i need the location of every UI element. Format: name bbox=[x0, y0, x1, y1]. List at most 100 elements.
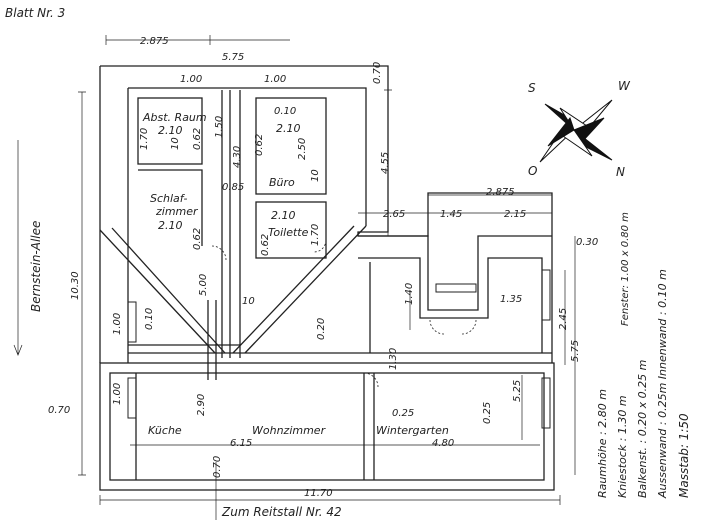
room-label-schlaf-1: Schlaf- bbox=[150, 192, 187, 205]
door-arc-3 bbox=[461, 319, 477, 335]
dim-455 bbox=[384, 89, 392, 236]
dim-070b: 0.70 bbox=[48, 405, 70, 416]
compass-rose bbox=[539, 99, 613, 163]
room-label-toilette: Toilette bbox=[268, 226, 309, 239]
dim-010b: 0.10 bbox=[144, 308, 155, 330]
dim-575b: 5.75 bbox=[570, 340, 581, 362]
dim-2875b: 2.875 bbox=[486, 187, 515, 198]
compass-n: N bbox=[616, 165, 625, 179]
dimension-lines bbox=[13, 35, 576, 520]
dim-130: 1.30 bbox=[388, 348, 399, 370]
stair-post bbox=[207, 300, 217, 380]
dim-062b: 0.62 bbox=[254, 134, 265, 156]
dim-100b: 1.00 bbox=[264, 74, 286, 85]
dim-430: 4.30 bbox=[232, 146, 243, 168]
diag-left-outer bbox=[99, 229, 216, 354]
dim-500: 5.00 bbox=[198, 274, 209, 296]
dim-062c: 0.62 bbox=[192, 228, 203, 250]
room-abst bbox=[137, 97, 203, 165]
door-arcs bbox=[211, 239, 477, 388]
dim-250: 2.50 bbox=[297, 138, 308, 160]
dim-290: 2.90 bbox=[196, 394, 207, 416]
room-label-kueche: Küche bbox=[148, 424, 182, 437]
note-balken: Balkenst. : 0.20 x 0.25 m bbox=[636, 360, 649, 498]
dimension-labels: 2.875 5.75 1.00 1.00 0.70 0.10 1.70 0.62… bbox=[48, 36, 598, 499]
sheet-label: Blatt Nr. 3 bbox=[5, 6, 66, 20]
window-3 bbox=[541, 269, 551, 321]
door-arc-2 bbox=[429, 319, 445, 335]
room-label-buero: Büro bbox=[269, 176, 295, 189]
dim-10a: 10 bbox=[170, 137, 181, 150]
dim-100a: 1.00 bbox=[180, 74, 202, 85]
dim-575a: 5.75 bbox=[222, 52, 244, 63]
dim-245: 2.45 bbox=[558, 308, 569, 330]
dim-left-1030 bbox=[78, 91, 86, 476]
window-5 bbox=[435, 283, 477, 293]
dim-025a: 0.25 bbox=[392, 408, 414, 419]
dim-145: 1.45 bbox=[440, 209, 462, 220]
wintergarten-wall bbox=[363, 373, 375, 480]
note-raumhoehe: Raumhöhe : 2.80 m bbox=[596, 389, 609, 498]
outer-wall-lower bbox=[99, 362, 555, 491]
room-schlaf bbox=[138, 169, 203, 246]
dim-1030: 10.30 bbox=[70, 271, 81, 300]
door-arc-4 bbox=[211, 245, 227, 261]
diag-right-outer bbox=[244, 225, 367, 354]
dim-1170: 11.70 bbox=[304, 488, 333, 499]
dim-062a: 0.62 bbox=[192, 128, 203, 150]
dim-100d: 1.00 bbox=[112, 383, 123, 405]
dim-525: 5.25 bbox=[512, 380, 523, 402]
dim-010: 0.10 bbox=[274, 106, 296, 117]
dim-top bbox=[105, 35, 290, 45]
window-4 bbox=[541, 377, 551, 429]
street-arrow bbox=[13, 140, 23, 356]
note-aussen: Aussenwand : 0.25m Innenwand : 0.10 m bbox=[656, 269, 669, 499]
central-shaft bbox=[221, 90, 241, 358]
windows bbox=[127, 269, 551, 429]
door-arc-1 bbox=[363, 372, 379, 388]
dim-062d: 0.62 bbox=[260, 234, 271, 256]
dim-070c: 0.70 bbox=[212, 456, 223, 478]
room-dim-buero: 2.10 bbox=[276, 122, 301, 135]
compass-o: O bbox=[528, 164, 537, 178]
room-buero bbox=[255, 97, 327, 195]
dim-455: 4.55 bbox=[380, 152, 391, 174]
dim-2875a: 2.875 bbox=[140, 36, 169, 47]
dim-025b: 0.25 bbox=[482, 402, 493, 424]
dim-030: 0.30 bbox=[576, 237, 598, 248]
dim-265: 2.65 bbox=[383, 209, 405, 220]
dim-bottom-1170 bbox=[99, 495, 561, 505]
dim-140: 1.40 bbox=[404, 283, 415, 305]
bay-inner bbox=[358, 257, 543, 353]
dim-10c: 10 bbox=[242, 296, 255, 307]
diag-right-inner bbox=[232, 225, 355, 354]
dim-135: 1.35 bbox=[500, 294, 522, 305]
room-dim-abst: 2.10 bbox=[158, 124, 183, 137]
dim-020: 0.20 bbox=[316, 318, 327, 340]
room-dim-toilette: 2.10 bbox=[271, 209, 296, 222]
dim-215: 2.15 bbox=[504, 209, 526, 220]
dim-100c: 1.00 bbox=[112, 313, 123, 335]
dim-170: 1.70 bbox=[139, 128, 150, 150]
window-1 bbox=[127, 301, 137, 343]
note-kniestock: Kniestock : 1.30 m bbox=[616, 395, 629, 498]
room-toilette bbox=[255, 201, 327, 259]
street-label-left: Bernstein-Allee bbox=[29, 221, 43, 312]
room-label-wohn: Wohnzimmer bbox=[252, 424, 327, 437]
diag-left-inner bbox=[111, 227, 226, 354]
dim-070a: 0.70 bbox=[372, 62, 383, 84]
dim-150: 1.50 bbox=[214, 116, 225, 138]
door-arc-5 bbox=[313, 239, 327, 253]
dim-615: 6.15 bbox=[230, 438, 252, 449]
compass-s: S bbox=[528, 81, 536, 95]
window-2 bbox=[127, 377, 137, 419]
note-fenster: Fenster: 1.00 x 0.80 m bbox=[620, 212, 631, 326]
inner-wall-lower bbox=[109, 372, 545, 481]
room-label-winter: Wintergarten bbox=[376, 424, 449, 437]
room-dim-schlaf: 2.10 bbox=[158, 219, 183, 232]
dim-170b: 1.70 bbox=[310, 224, 321, 246]
inner-wall-upper bbox=[128, 87, 367, 226]
compass-w: W bbox=[618, 79, 631, 93]
dim-480: 4.80 bbox=[432, 438, 454, 449]
